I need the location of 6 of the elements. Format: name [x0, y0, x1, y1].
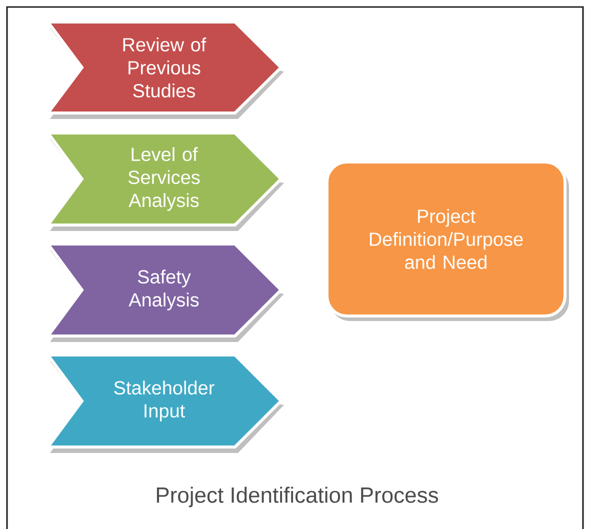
chevron-box: Review of Previous Studies [45, 20, 284, 119]
caption: Project Identification Process [156, 486, 438, 508]
rounded-box: Project Definition/Purpose and Need [326, 160, 569, 321]
chevron-box: Stakeholder Input [45, 354, 284, 453]
chevron-box: Level of Services Analysis [45, 132, 284, 231]
chevron-box: Safety Analysis [45, 242, 284, 342]
